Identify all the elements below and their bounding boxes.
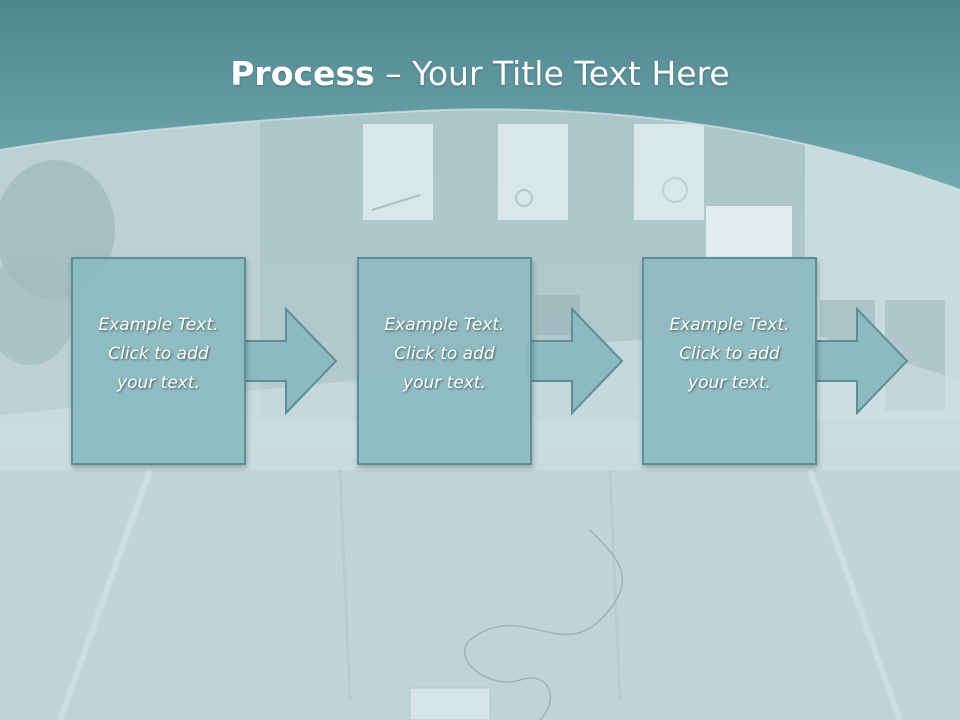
step-text: Example Text. Click to add your text. <box>644 311 815 398</box>
step-text-line: your text. <box>403 373 486 393</box>
arrow-right-icon <box>812 307 909 416</box>
step-text-line: your text. <box>117 373 200 393</box>
step-text-line: your text. <box>688 373 771 393</box>
arrow-right-icon <box>527 307 624 416</box>
process-step-2[interactable]: Example Text. Click to add your text. <box>357 257 532 465</box>
step-text-line: Click to add <box>394 344 495 364</box>
step-text-line: Example Text. <box>98 315 219 335</box>
process-step-3[interactable]: Example Text. Click to add your text. <box>642 257 817 465</box>
step-text-line: Example Text. <box>669 315 790 335</box>
step-text-line: Click to add <box>108 344 209 364</box>
step-text-line: Click to add <box>679 344 780 364</box>
title-emphasis: Process <box>230 54 375 93</box>
step-text: Example Text. Click to add your text. <box>359 311 530 398</box>
slide-title: Process – Your Title Text Here <box>0 52 960 96</box>
step-text-line: Example Text. <box>384 315 505 335</box>
arrow-right-icon <box>241 307 338 416</box>
step-text: Example Text. Click to add your text. <box>73 311 244 398</box>
process-step-1[interactable]: Example Text. Click to add your text. <box>71 257 246 465</box>
title-text: – Your Title Text Here <box>374 54 730 93</box>
